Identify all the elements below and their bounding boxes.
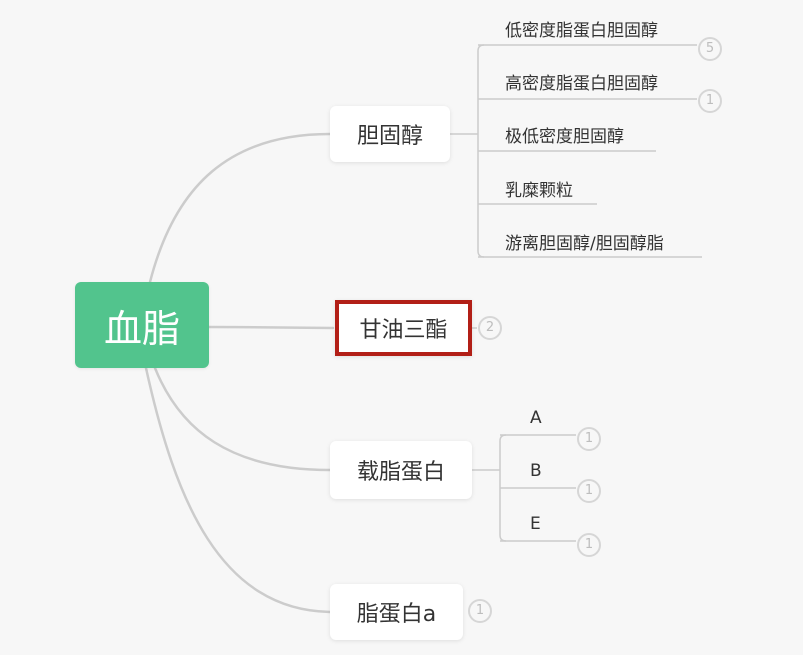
branch-triglyceride-label: 甘油三酯 [359,318,448,343]
leaf-free-cholesterol-label: 游离胆固醇/胆固醇脂 [505,233,664,254]
leaf-vldl[interactable]: 极低密度胆固醇 [503,120,624,148]
leaf-apo-b[interactable]: B [528,457,542,485]
branch-triglyceride[interactable]: 甘油三酯 [335,300,472,356]
root-node[interactable]: 血脂 [75,282,209,368]
leaf-apo-a-label: A [530,408,542,428]
link-root-triglyceride [207,325,335,330]
badge-apo-b-count[interactable]: 1 [577,479,601,503]
branch-apolipoprotein-label: 载脂蛋白 [356,460,445,485]
link-root-apolipoprotein [153,366,332,472]
leaf-apo-b-label: B [530,461,542,481]
branch-cholesterol-label: 胆固醇 [356,124,423,149]
leaf-ldl-label: 低密度脂蛋白胆固醇 [505,20,658,41]
badge-apo-a-count[interactable]: 1 [577,427,601,451]
leaf-apo-e[interactable]: E [528,510,541,538]
branch-apolipoprotein[interactable]: 载脂蛋白 [330,441,472,499]
branch-lipoprotein-a[interactable]: 脂蛋白a [330,584,463,640]
root-label: 血脂 [103,306,180,351]
leaf-hdl-label: 高密度脂蛋白胆固醇 [505,73,658,94]
leaf-hdl[interactable]: 高密度脂蛋白胆固醇 [503,67,658,95]
leaf-vldl-label: 极低密度胆固醇 [505,126,624,147]
leaf-chylomicron-label: 乳糜颗粒 [505,180,573,201]
branch-cholesterol[interactable]: 胆固醇 [330,106,450,162]
leaf-apo-a[interactable]: A [528,404,542,432]
leaf-free-cholesterol[interactable]: 游离胆固醇/胆固醇脂 [503,227,664,255]
branch-lipoprotein-a-label: 脂蛋白a [356,602,437,627]
link-root-lipoprotein-a [144,366,332,614]
leaf-ldl[interactable]: 低密度脂蛋白胆固醇 [503,14,658,42]
badge-ldl-count[interactable]: 5 [698,37,722,61]
badge-hdl-count[interactable]: 1 [698,89,722,113]
badge-apo-e-count[interactable]: 1 [577,533,601,557]
badge-triglyceride-count[interactable]: 2 [478,316,502,340]
badge-lipoprotein-a-count[interactable]: 1 [468,599,492,623]
link-root-cholesterol [148,132,332,284]
leaf-apo-e-label: E [530,514,541,534]
leaf-chylomicron[interactable]: 乳糜颗粒 [503,174,573,202]
